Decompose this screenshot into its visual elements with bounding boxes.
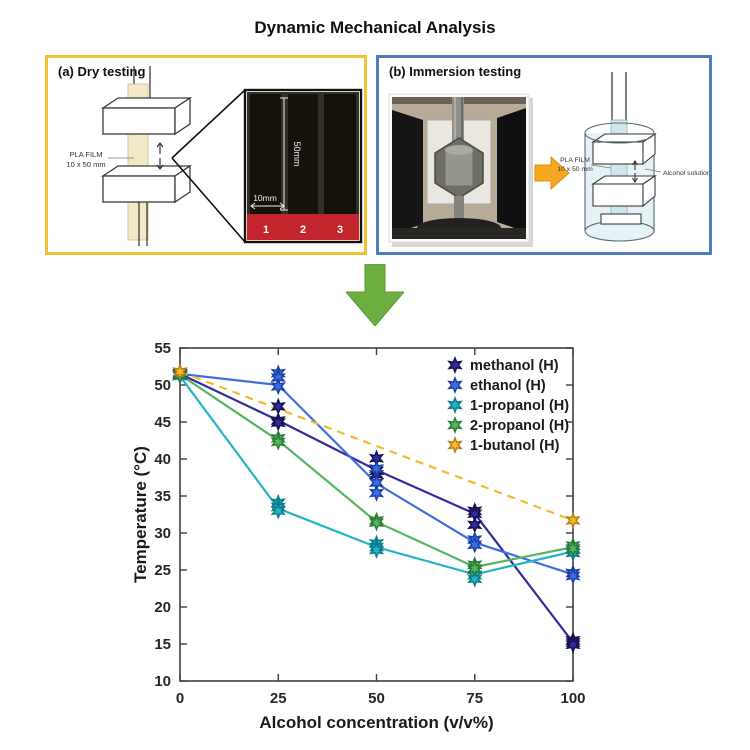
film-label-line1: PLA FILM: [70, 150, 103, 159]
legend-marker: [447, 375, 463, 395]
y-tick-label: 45: [154, 414, 171, 431]
legend-label: methanol (H): [470, 358, 559, 374]
height-measure-label: 50mm: [292, 141, 302, 166]
x-tick-label: 25: [270, 690, 287, 707]
data-point: [270, 433, 286, 451]
solution-label: Alcohol solution: [663, 170, 709, 177]
width-measure-label: 10mm: [253, 193, 277, 203]
series-line: [179, 370, 574, 522]
panel-b-label: (b) Immersion testing: [389, 64, 521, 79]
panel-dry-testing: (a) Dry testing: [45, 55, 367, 255]
immersion-testing-diagram: (b) Immersion testing: [388, 64, 709, 247]
film-label-line2: 10 x 50 mm: [557, 166, 593, 173]
ruler-band: [247, 214, 359, 240]
oscillation-arrows-icon: [632, 159, 638, 184]
film-leader-line: [590, 164, 612, 169]
data-point: [565, 511, 581, 530]
down-arrow-icon: [346, 264, 404, 326]
y-tick-label: 20: [154, 599, 171, 616]
x-tick-label: 0: [176, 690, 184, 707]
legend-marker: [447, 415, 463, 435]
solution-leader-line: [644, 168, 662, 173]
legend-label: 1-propanol (H): [470, 398, 569, 414]
x-tick-label: 75: [466, 690, 483, 707]
y-tick-label: 30: [154, 525, 171, 542]
panel-immersion-testing: (b) Immersion testing: [376, 55, 712, 255]
x-axis-label: Alcohol concentration (v/v%): [259, 713, 493, 732]
data-point: [565, 539, 581, 558]
sample-photo-inset: 1 2 3 50mm 10mm: [243, 88, 363, 244]
legend-label: ethanol (H): [470, 378, 546, 394]
measurement-lines: [250, 97, 288, 211]
y-tick-label: 25: [154, 562, 171, 579]
y-tick-label: 35: [154, 488, 171, 505]
y-tick-label: 50: [154, 377, 171, 394]
legend-marker: [447, 355, 463, 375]
dma-instrument-photo: [388, 93, 533, 247]
legend-marker: [447, 395, 463, 415]
y-axis-label: Temperature (°C): [131, 446, 150, 583]
data-point: [565, 567, 581, 585]
zoom-wedge: [171, 89, 246, 243]
immersion-cell-drawing: [584, 72, 657, 242]
x-tick-label: 50: [368, 690, 385, 707]
data-point: [270, 501, 286, 520]
data-point: [368, 513, 385, 532]
legend-marker: [447, 435, 463, 455]
data-point: [565, 635, 581, 654]
data-point: [368, 484, 385, 502]
y-tick-label: 10: [154, 673, 171, 690]
data-point: [467, 570, 483, 588]
data-point: [270, 377, 286, 396]
film-label-line2: 10 x 50 mm: [66, 160, 105, 169]
oscillation-arrows-icon: [156, 142, 164, 170]
y-tick-label: 40: [154, 451, 171, 468]
data-point: [368, 541, 385, 559]
sample-number-2: 2: [300, 224, 306, 236]
y-tick-label: 15: [154, 636, 171, 653]
film-label-line1: PLA FILM: [560, 157, 590, 164]
legend-label: 2-propanol (H): [470, 418, 569, 434]
y-tick-label: 55: [154, 340, 171, 357]
figure-title: Dynamic Mechanical Analysis: [254, 18, 496, 37]
right-arrow-icon: [534, 155, 570, 191]
data-point: [467, 559, 483, 578]
data-point: [172, 362, 188, 381]
data-point: [467, 536, 483, 554]
sample-number-1: 1: [263, 224, 269, 236]
dry-testing-diagram: (a) Dry testing: [58, 64, 363, 246]
sample-number-3: 3: [337, 224, 343, 236]
x-tick-label: 100: [560, 690, 585, 707]
panel-a-label: (a) Dry testing: [58, 64, 145, 79]
clamp-drawing: [100, 66, 193, 246]
legend-label: 1-butanol (H): [470, 438, 560, 454]
